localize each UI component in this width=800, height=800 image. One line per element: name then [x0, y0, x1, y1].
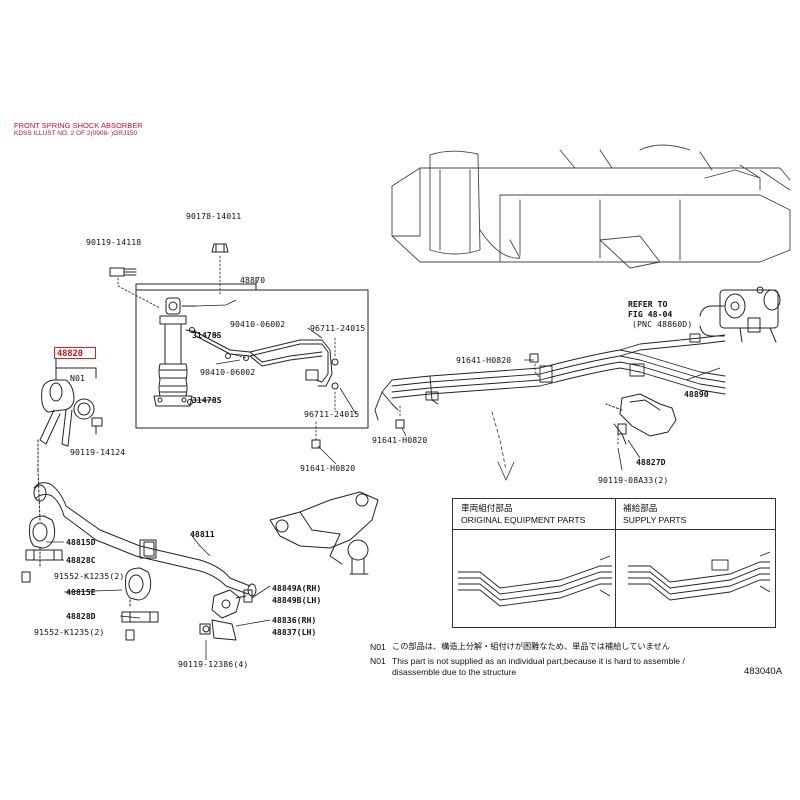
note-marker-n01: N01 — [70, 373, 86, 383]
note-text-jp: この部品は、構造上分解・組付けが困難なため、単品では補給していません — [392, 642, 670, 651]
part-label-48811[interactable]: 48811 — [190, 529, 215, 539]
parts-comparison-table: 車両組付部品 ORIGINAL EQUIPMENT PARTS 補給部品 SUP… — [452, 498, 776, 628]
note-text-en-1: This part is not supplied as an individu… — [392, 656, 685, 666]
table-header-right-en: SUPPLY PARTS — [623, 515, 687, 525]
part-label-90119-08a33[interactable]: 90119-08A33(2) — [598, 475, 669, 485]
refer-text-line1: REFER TO — [628, 299, 668, 309]
table-header-left-jp: 車両組付部品 — [461, 503, 513, 513]
bushing-48820 — [37, 357, 103, 521]
lower-arm — [269, 491, 379, 575]
part-label-48870[interactable]: 48870 — [240, 275, 266, 285]
part-label-96711-24015-a[interactable]: 96711-24015 — [310, 323, 366, 333]
part-label-31478s-b[interactable]: 31478S — [192, 395, 222, 405]
part-label-48828c[interactable]: 48828C — [66, 555, 96, 565]
bolt-90178 — [211, 243, 229, 253]
bolt-90119-14118 — [109, 267, 137, 277]
part-label-91552-k1235-a[interactable]: 91552-K1235(2) — [54, 571, 125, 581]
part-label-91641-h0820-mid[interactable]: 91641-H0820 — [372, 435, 428, 445]
shock-absorber — [153, 297, 197, 407]
refer-text-line3: (PNC 48860D) — [632, 319, 693, 329]
bracket-48827d — [605, 393, 677, 445]
part-label-48849b[interactable]: 48849B(LH) — [272, 595, 322, 605]
part-label-91552-k1235-b[interactable]: 91552-K1235(2) — [34, 627, 105, 637]
control-valve — [699, 286, 781, 343]
part-label-90178-14011[interactable]: 90178-14011 — [186, 211, 242, 221]
table-divider-vertical — [615, 499, 616, 627]
note-text-en-2: disassemble due to the structure — [392, 667, 517, 677]
kit-lines — [185, 327, 339, 405]
table-divider-horizontal — [453, 529, 775, 530]
part-label-48828d[interactable]: 48828D — [66, 611, 96, 621]
part-label-48836[interactable]: 48836(RH) — [272, 615, 317, 625]
part-label-91641-h0820-bot[interactable]: 91641-H0820 — [300, 463, 356, 473]
part-label-91641-h0820-top[interactable]: 91641-H0820 — [456, 355, 512, 365]
part-label-90119-12386[interactable]: 90119-12386(4) — [178, 659, 249, 669]
part-label-90410-06002-b[interactable]: 90410-06002 — [200, 367, 256, 377]
part-label-90119-14118[interactable]: 90119-14118 — [86, 237, 142, 247]
part-label-90119-14124[interactable]: 90119-14124 — [70, 447, 126, 457]
table-header-left-en: ORIGINAL EQUIPMENT PARTS — [461, 515, 586, 525]
part-label-48815d[interactable]: 48815D — [66, 537, 96, 547]
part-label-48890[interactable]: 48890 — [684, 389, 709, 399]
left-bushing-stack — [21, 515, 159, 641]
part-label-31478s-a[interactable]: 31478S — [192, 330, 222, 340]
vehicle-frame — [391, 144, 791, 481]
part-label-96711-24015-b[interactable]: 96711-24015 — [304, 409, 360, 419]
note-tag-en: N01 — [370, 656, 386, 666]
figure-code: 483040A — [744, 666, 783, 677]
kit-box-48870 — [135, 289, 369, 429]
page-title: FRONT SPRING SHOCK ABSORBER — [14, 121, 143, 130]
hydraulic-lines — [374, 333, 726, 421]
refer-text-line2: FIG 48-04 — [628, 309, 673, 319]
part-label-48849a[interactable]: 48849A(RH) — [272, 583, 322, 593]
part-label-48827d[interactable]: 48827D — [636, 457, 666, 467]
table-illustrations — [458, 551, 771, 607]
part-label-90410-06002-a[interactable]: 90410-06002 — [230, 319, 286, 329]
highlighted-part-48820[interactable]: 48820 — [54, 347, 96, 359]
note-tag-jp: N01 — [370, 642, 386, 652]
part-label-48815e[interactable]: 48815E — [66, 587, 96, 597]
page-subtitle: KDSS ILLUST NO. 2 OF 2(0908- )GRJ150 — [14, 130, 138, 137]
highlighted-part-label: 48820 — [57, 349, 83, 359]
link-bracket — [199, 589, 253, 641]
table-header-right-jp: 補給部品 — [623, 503, 658, 513]
part-label-48837[interactable]: 48837(LH) — [272, 627, 317, 637]
